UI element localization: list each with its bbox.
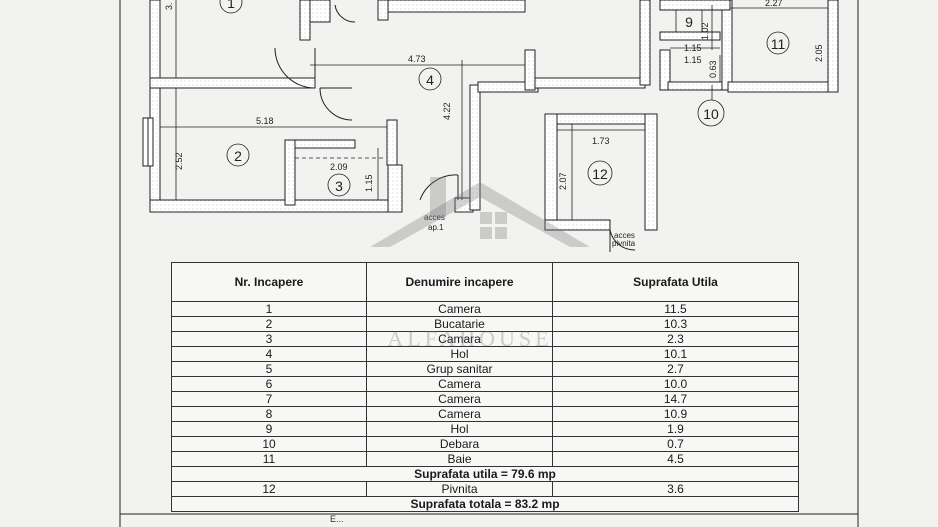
dim-r12-width: 1.73 — [592, 136, 610, 146]
cell-name: Hol — [366, 346, 553, 362]
subtotal-row: Suprafata utila = 79.6 mp — [171, 466, 799, 482]
cell-nr: 7 — [171, 391, 367, 407]
apartment-walls — [149, 0, 839, 213]
dim-r11-width: 2.27 — [765, 0, 783, 8]
dim-r4-width: 4.73 — [408, 54, 426, 64]
cell-nr: 11 — [171, 451, 367, 467]
cell-nr: 6 — [171, 376, 367, 392]
room-marker-10: 10 — [697, 99, 725, 127]
cell-name: Pivnita — [366, 481, 553, 497]
cell-area: 10.3 — [552, 316, 799, 332]
room-area-table: Nr. Incapere Denumire incapere Suprafata… — [171, 262, 799, 512]
cell-area: 1.9 — [552, 421, 799, 437]
window-left — [142, 117, 154, 167]
dim-r10-width-a: 1.15 — [684, 43, 702, 53]
cell-name: Grup sanitar — [366, 361, 553, 377]
cellar-walls — [544, 113, 658, 231]
room-number: 11 — [771, 36, 786, 52]
room-number: 2 — [234, 148, 242, 164]
cell-name: Baie — [366, 451, 553, 467]
entrance-label-line1: acces — [424, 213, 445, 222]
doors — [274, 4, 636, 252]
cell-nr: 12 — [171, 481, 367, 497]
room-number: 12 — [592, 166, 608, 182]
cell-nr: 4 — [171, 346, 367, 362]
cell-nr: 9 — [171, 421, 367, 437]
cell-area: 3.6 — [552, 481, 799, 497]
room-number: 3 — [335, 178, 343, 194]
cell-name: Camera — [366, 391, 553, 407]
room-marker-12: 12 — [587, 160, 613, 186]
table-header-row: Nr. Incapere Denumire incapere Suprafata… — [171, 262, 799, 302]
header-room-name: Denumire incapere — [366, 262, 553, 302]
dim-r10-height: 0.63 — [708, 60, 718, 78]
cell-area: 4.5 — [552, 451, 799, 467]
dimension-lines — [160, 0, 829, 220]
room-marker-11: 11 — [766, 31, 790, 55]
dim-r12-height: 2.07 — [558, 172, 568, 190]
dim-r11-height: 2.05 — [814, 44, 824, 62]
cell-area: 10.1 — [552, 346, 799, 362]
dim-r9-height: 1.02 — [700, 22, 710, 40]
cell-name: Camera — [366, 376, 553, 392]
basement-label-line1: acces — [614, 231, 635, 240]
subtotal-usable-area: Suprafata utila = 79.6 mp — [171, 466, 799, 482]
dim-r3-width: 2.09 — [330, 162, 348, 172]
dim-r4-height: 4.22 — [442, 102, 452, 120]
room-marker-9: 9 — [675, 9, 703, 33]
dim-r1-height: 3. — [164, 2, 174, 10]
cell-area: 2.3 — [552, 331, 799, 347]
cell-name: Hol — [366, 421, 553, 437]
room-number: 4 — [426, 72, 434, 88]
room-number: 10 — [703, 106, 719, 122]
dim-r2-height: 2.52 — [174, 152, 184, 170]
room-marker-4: 4 — [418, 67, 442, 91]
basement-label-line2: pivnita — [612, 239, 636, 248]
header-room-number: Nr. Incapere — [171, 262, 367, 302]
entrance-label-line2: ap.1 — [428, 223, 444, 232]
cell-area: 10.9 — [552, 406, 799, 422]
footer-text: E... — [330, 514, 344, 524]
cell-area: 10.0 — [552, 376, 799, 392]
cell-area: 11.5 — [552, 301, 799, 317]
cell-nr: 8 — [171, 406, 367, 422]
room-number: 9 — [685, 14, 693, 30]
room-marker-3: 3 — [327, 173, 351, 197]
cell-name: Camara — [366, 331, 553, 347]
cell-nr: 3 — [171, 331, 367, 347]
dim-r3-height: 1.15 — [364, 174, 374, 192]
dim-r2-width: 5.18 — [256, 116, 274, 126]
cell-nr: 5 — [171, 361, 367, 377]
cell-name: Debara — [366, 436, 553, 452]
cell-nr: 10 — [171, 436, 367, 452]
cell-nr: 2 — [171, 316, 367, 332]
cell-name: Camera — [366, 301, 553, 317]
room-number: 1 — [227, 0, 235, 11]
cell-name: Camera — [366, 406, 553, 422]
total-area: Suprafata totala = 83.2 mp — [171, 496, 799, 512]
dim-r10-width-b: 1.15 — [684, 55, 702, 65]
cell-area: 0.7 — [552, 436, 799, 452]
cell-area: 2.7 — [552, 361, 799, 377]
total-row: Suprafata totala = 83.2 mp — [171, 496, 799, 512]
room-marker-2: 2 — [226, 143, 250, 167]
header-usable-area: Suprafata Utila — [552, 262, 799, 302]
cell-area: 14.7 — [552, 391, 799, 407]
cell-nr: 1 — [171, 301, 367, 317]
room-marker-1: 1 — [219, 0, 243, 14]
cell-name: Bucatarie — [366, 316, 553, 332]
